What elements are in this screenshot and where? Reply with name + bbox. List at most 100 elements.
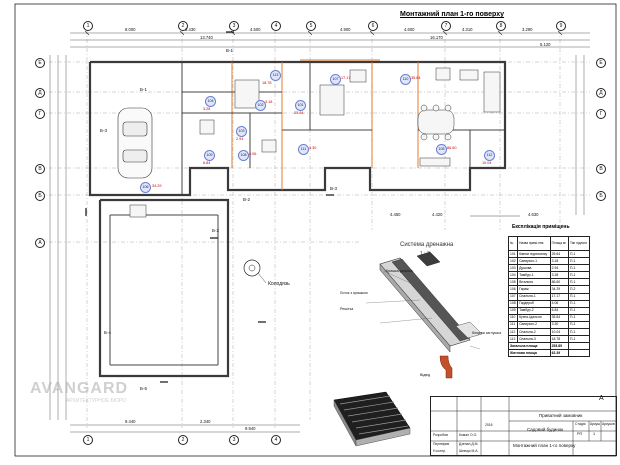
room-area-label: 25.64 bbox=[294, 111, 304, 115]
exterior-walls bbox=[88, 60, 507, 378]
table-cell: 111 bbox=[507, 320, 519, 330]
drainage-system bbox=[365, 251, 483, 379]
drainage-scale: 1 : 3 bbox=[420, 251, 430, 257]
table-cell: П-1 bbox=[567, 264, 591, 273]
table-cell: Гардероб bbox=[517, 299, 551, 308]
room-area-label: 4.06 bbox=[249, 152, 257, 156]
table-cell: П-1 bbox=[567, 249, 591, 259]
axis-marker-top: 3 bbox=[229, 21, 239, 31]
dimension-label: 4.900 bbox=[340, 27, 351, 32]
section-label: Б-1 bbox=[140, 87, 147, 92]
stamp-name: Шевчук М.А. bbox=[459, 449, 479, 453]
room-number-tag: 107 bbox=[330, 74, 341, 85]
table-cell: 110 bbox=[507, 313, 519, 322]
axis-marker-right: Д bbox=[596, 88, 606, 98]
dimension-label: 4.630 bbox=[528, 212, 539, 217]
room-number-tag: 104 bbox=[205, 96, 216, 107]
table-cell: 3.18 bbox=[549, 257, 569, 266]
stamp-sheet-label: Аркуш bbox=[590, 422, 601, 426]
explication-table: № Назва примі-ння Площа м² Тип підлоги 1… bbox=[507, 236, 591, 358]
table-cell: Житлова площа bbox=[508, 349, 551, 358]
room-number-tag: 103 bbox=[236, 126, 247, 137]
section-label: В-3 bbox=[330, 186, 338, 191]
axis-marker-left: А bbox=[35, 238, 45, 248]
table-cell: Спальня-3 bbox=[517, 335, 551, 344]
well-label: Колодязь bbox=[268, 281, 290, 287]
axis-marker-top: 1 bbox=[83, 21, 93, 31]
table-cell: 4.06 bbox=[549, 299, 569, 308]
explication-title: Експлікація приміщень bbox=[512, 224, 570, 230]
stamp-sheet-no: 1 bbox=[593, 432, 596, 436]
axis-marker-top: 7 bbox=[441, 21, 451, 31]
table-cell: П-1 bbox=[567, 292, 591, 301]
room-number-tag: 111 bbox=[298, 144, 309, 155]
room-area-label: 3.18 bbox=[265, 100, 273, 104]
axis-marker-left: В bbox=[35, 164, 45, 174]
stamp-year: 2016 bbox=[485, 423, 493, 427]
table-cell: 113 bbox=[507, 335, 519, 344]
room-area-label: 3.28 bbox=[203, 107, 211, 111]
room-area-label: 17.17 bbox=[341, 76, 351, 80]
stamp-stage: РП bbox=[577, 432, 583, 436]
dimension-lines bbox=[49, 30, 590, 433]
axis-marker-right: Е bbox=[596, 58, 606, 68]
stamp-role: Перевірив bbox=[433, 442, 450, 446]
watermark-logo: AVANGARD bbox=[30, 380, 129, 397]
axis-marker-left: Б bbox=[35, 191, 45, 201]
room-area-label: 2.94 bbox=[236, 137, 244, 141]
room-number-tag: 110 bbox=[400, 74, 411, 85]
stamp-project: Приватний замовник bbox=[539, 413, 583, 418]
stamp-sheets-label: Аркушів bbox=[602, 422, 615, 426]
section-label: Б-3 bbox=[100, 128, 107, 133]
room-number-tag: 108 bbox=[238, 150, 249, 161]
section-label: В-2 bbox=[243, 197, 251, 202]
axis-marker-top: 2 bbox=[178, 21, 188, 31]
table-cell: 253.85 bbox=[549, 342, 569, 351]
table-cell: 3.30 bbox=[549, 320, 569, 330]
dimension-label: 13.740 bbox=[200, 35, 213, 40]
section-label: Б-5 bbox=[140, 386, 147, 391]
table-cell: 101 bbox=[507, 249, 519, 259]
table-cell: 10.04 bbox=[549, 328, 569, 337]
table-cell: 3.28 bbox=[549, 271, 569, 280]
table-cell: Спальня-1 bbox=[517, 292, 551, 301]
stamp-name: Дзенан Д.М. bbox=[459, 442, 479, 446]
table-cell: Вітальня bbox=[517, 278, 551, 287]
table-cell: П-1 bbox=[567, 278, 591, 287]
dimension-label: 3.290 bbox=[522, 27, 533, 32]
table-cell: 6.84 bbox=[549, 306, 569, 315]
table-cell: 109 bbox=[507, 306, 519, 315]
table-cell: 86.60 bbox=[549, 278, 569, 287]
table-header: № bbox=[507, 236, 519, 251]
table-cell: 34.29 bbox=[549, 285, 569, 294]
dimension-label: 9.940 bbox=[245, 426, 256, 431]
stamp-stage-label: Стадія bbox=[575, 422, 586, 426]
table-cell: 18.78 bbox=[549, 335, 569, 344]
table-cell: Кімнат відпочинку bbox=[517, 249, 551, 259]
table-header-row: № Назва примі-ння Площа м² Тип підлоги bbox=[507, 236, 591, 251]
drainage-label: Решітка bbox=[340, 307, 354, 311]
axis-marker-top: 4 bbox=[271, 21, 281, 31]
room-number-tag: 106 bbox=[140, 182, 151, 193]
sheet-title: Монтажний план 1-го поверху bbox=[400, 11, 505, 18]
axis-marker-left: Д bbox=[35, 88, 45, 98]
dimension-label: 4.310 bbox=[462, 27, 473, 32]
table-cell: П-1 bbox=[567, 257, 591, 266]
room-number-tag: 113 bbox=[270, 70, 281, 81]
dimension-label: 16.170 bbox=[430, 35, 443, 40]
table-cell: 107 bbox=[507, 292, 519, 301]
axis-marker-left: Г bbox=[35, 109, 45, 119]
table-cell: 62.39 bbox=[549, 349, 569, 358]
table-cell: П-2 bbox=[567, 285, 591, 294]
room-area-label: 6.84 bbox=[203, 161, 211, 165]
table-cell: Тамбур-1 bbox=[517, 271, 551, 280]
stamp-name: Комал О.О. bbox=[459, 433, 478, 437]
table-cell: П-1 bbox=[567, 306, 591, 315]
